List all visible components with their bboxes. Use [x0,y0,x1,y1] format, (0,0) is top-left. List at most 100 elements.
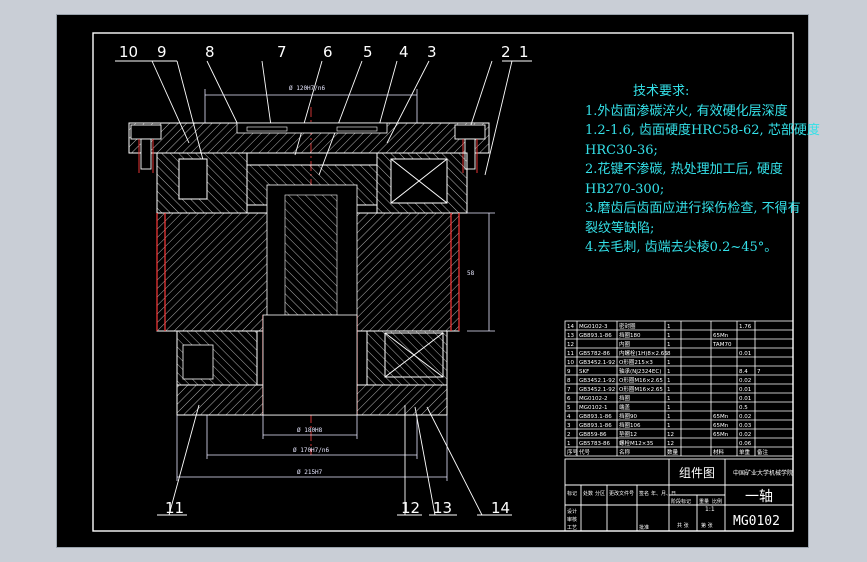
stage-label: 阶段标记 [671,498,691,505]
sign-label-date: 年、月、日 [651,490,676,497]
drawing-border [92,32,794,532]
bom-cell: 1 [667,405,671,411]
tech-line: HRC30-36; [585,142,658,158]
row-label-process: 工艺 [567,525,577,531]
bom-cell: 0.02 [739,378,751,384]
bom-header-cell: 备注 [757,448,769,456]
bom-cell: 5 [567,405,571,411]
bom-cell: 13 [567,333,574,339]
bom-cell: 7 [567,387,571,393]
bom-cell: 挡圈180 [619,331,641,339]
tech-line: 裂纹等缺陷; [585,220,655,236]
tech-line: 3.磨齿后齿面应进行探伤检查, 不得有 [585,201,801,216]
bom-cell: 内螺栓(1H)8×2.65 [619,349,668,357]
bom-cell: TAM70 [712,342,732,348]
bearing-top-right [390,158,448,204]
dimension-middle-label: Ø 170H7/n6 [293,447,330,454]
bom-cell: O形圈M16×2.65 [619,385,663,393]
bom-cell: 12 [567,342,574,348]
dimension-top-label: Ø 120H7/n6 [289,85,326,92]
dimension-bottom [176,415,448,481]
university-name: 中国矿业大学机械学院 [733,469,793,477]
bom-cell: 1 [667,333,671,339]
bom-cell: 1 [667,396,671,402]
top-bolt-left [130,124,162,173]
top-bolt-right [454,124,486,173]
dimension-height [467,212,495,332]
lower-housing [176,314,448,416]
bom-cell: MG0102-1 [579,405,608,411]
ratio-label: 比例 [712,498,722,505]
sign-label-mark: 标记 [567,490,577,497]
dimension-inner-label: Ø 180H8 [297,427,323,434]
bom-cell: 1 [667,423,671,429]
part-number-5: 5 [363,43,373,61]
bom-cell: 1.76 [739,324,752,330]
sign-label-change: 更改文件号 [609,490,634,497]
bom-header-cell: 单重 [739,448,751,456]
bom-cell: 0.06 [739,441,752,447]
bom-cell: GB893.1-86 [579,414,612,420]
bom-cell: 65Mn [713,423,729,429]
bom-cell: 14 [567,324,574,330]
tech-line: 1.外齿面渗碳淬火, 有效硬化层深度 [585,103,788,119]
end-cap [128,122,490,154]
bom-cell: 3 [567,423,571,429]
part-number-1: 1 [519,43,529,61]
bom-cell: 0.01 [739,387,751,393]
bom-cell: 1 [667,387,671,393]
bom-cell: 8.4 [739,369,748,375]
bom-header-cell: 代号 [579,448,591,456]
bom-cell: O形圈M16×2.65 [619,376,663,384]
dimension-height-label: 58 [467,270,475,277]
approve-label: 批准 [639,524,649,531]
part-number-3: 3 [427,43,437,61]
bottom-leaders [157,404,512,516]
bom-cell: 螺栓M12×35 [619,439,654,447]
bom-cell: GB3452.1-92 [579,360,615,366]
bom-cell: 12 [667,441,674,447]
dimension-top [204,89,418,123]
bom-cell: 挡圈 [619,394,631,402]
bom-cell: 2 [567,432,571,438]
bom-cell: 1 [667,342,671,348]
bom-header-cell: 数量 [667,448,679,456]
drawing-number: MG0102 [733,514,780,529]
bom-cell: 7 [757,369,761,375]
bom-border [564,320,794,457]
bom-cell: 内圈 [619,340,631,348]
bom-cell: O形圈215×3 [619,358,653,366]
bom-cell: 1 [567,441,571,447]
tech-requirements-title: 技术要求: [633,84,690,99]
bom-cell: GB859-86 [579,432,607,438]
sign-label-signature: 签名 [639,490,649,497]
bom-cell: 6 [567,396,571,402]
bom-cell: 0.03 [739,423,752,429]
assembly-drawing: 10 9 8 7 6 5 4 3 2 1 Ø 120H7/n6 [92,32,794,532]
bom-cell: SKF [579,369,589,375]
weight-label: 重量 [699,498,709,505]
sign-label-count: 处数 [583,490,593,497]
bom-cell: 轴承(NJ2324EC) [619,367,661,375]
bom-cell: 0.01 [739,351,751,357]
part-number-6: 6 [323,43,333,61]
title-block [564,458,794,532]
bom-cell: GB893.1-86 [579,423,612,429]
bom-cell: 1 [667,324,671,330]
bom-cell: 10 [567,360,574,366]
bom-header-cell: 名称 [619,448,631,456]
drawing-type: 组件图 [679,466,715,480]
bom-cell: 9 [567,369,571,375]
bom-cell: 4 [567,414,571,420]
bom-cell: 1 [667,378,671,384]
part-number-9: 9 [157,43,167,61]
bom-cell: 1 [667,414,671,420]
bom-cell: 65Mn [713,333,729,339]
technical-requirements: 技术要求: 1.外齿面渗碳淬火, 有效硬化层深度 1.2-1.6, 齿面硬度HR… [585,82,855,258]
bom-cell: GB893.1-86 [579,333,612,339]
bom-cell: 垫圈12 [619,430,637,438]
tech-line: HB270-300; [585,181,665,197]
bom-cell: 端盖 [619,403,631,411]
bom-cell: 1 [667,360,671,366]
